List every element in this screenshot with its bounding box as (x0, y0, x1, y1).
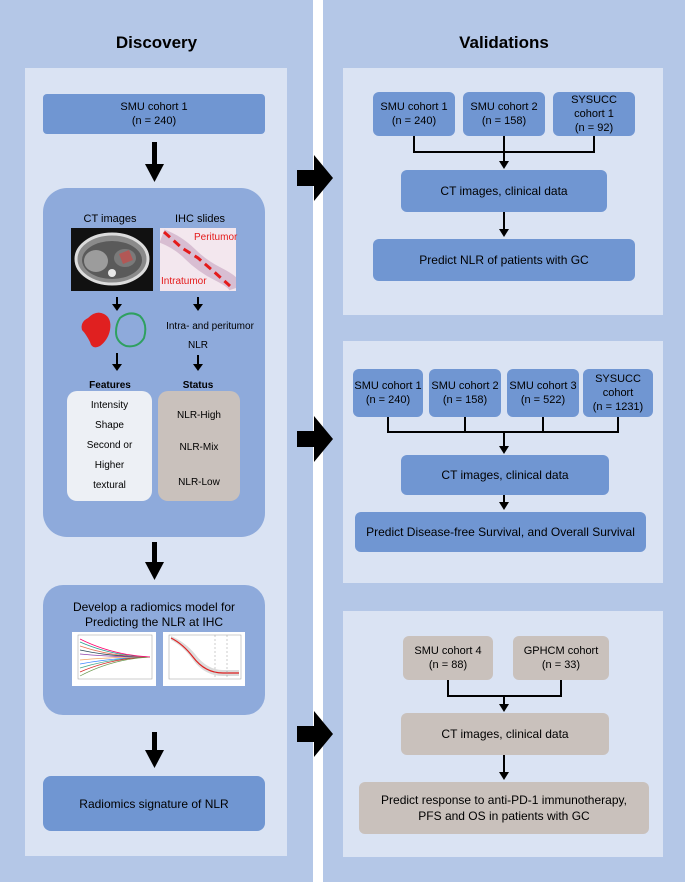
nlr-label: NLR (187, 340, 208, 351)
intra-peritumor-label: Intra- and peritumor (166, 321, 254, 332)
p1-predict-box: Predict NLR of patients with GC (373, 239, 635, 281)
status-box: NLR-High NLR-Mix NLR-Low (158, 391, 240, 501)
status-item: NLR-Mix (179, 442, 219, 453)
p3-ct-box: CT images, clinical data (401, 713, 609, 755)
discovery-title: Discovery (115, 33, 198, 52)
status-heading: Status (182, 380, 214, 391)
p3-cohort-smu4: SMU cohort 4 (n = 88) (403, 636, 493, 680)
p2-predict-box: Predict Disease-free Survival, and Overa… (355, 512, 646, 552)
ct-images-label: CT images (83, 213, 137, 225)
features-box: Intensity Shape Second or Higher textura… (67, 391, 152, 501)
feature-item: Intensity (90, 400, 129, 411)
ihc-slide-image (160, 228, 236, 291)
status-item: NLR-High (177, 410, 221, 421)
feature-item: textural (93, 480, 126, 491)
feature-item: Higher (94, 460, 125, 471)
p1-ct-box: CT images, clinical data (401, 170, 607, 212)
p1-cohort-smu1: SMU cohort 1 (n = 240) (373, 92, 455, 136)
p3-cohort-gphcm: GPHCM cohort (n = 33) (513, 636, 609, 680)
p2-cohort-smu1: SMU cohort 1 (n = 240) (353, 369, 423, 417)
peritumor-label: Peritumor (194, 232, 238, 243)
intratumor-label: Intratumor (161, 276, 207, 287)
smu-cohort-1-box: SMU cohort 1 (n = 240) (43, 94, 265, 134)
ct-image (71, 228, 153, 291)
cross-validation-plot (163, 632, 245, 686)
develop-model-label: Develop a radiomics model for Predicting… (72, 600, 236, 629)
feature-item: Shape (95, 420, 124, 431)
radiomics-signature-box: Radiomics signature of NLR (43, 776, 265, 831)
p2-cohort-smu3: SMU cohort 3 (n = 522) (507, 369, 579, 417)
ihc-slides-label: IHC slides (174, 213, 226, 225)
p1-cohort-smu2: SMU cohort 2 (n = 158) (463, 92, 545, 136)
p3-predict-box: Predict response to anti-PD-1 immunother… (359, 782, 649, 834)
lasso-coefficient-plot (72, 632, 156, 686)
p1-cohort-sysucc1: SYSUCC cohort 1 (n = 92) (553, 92, 635, 136)
validations-title: Validations (459, 33, 549, 52)
feature-item: Second or (86, 440, 133, 451)
features-heading: Features (89, 380, 131, 391)
status-item: NLR-Low (178, 477, 220, 488)
p2-ct-box: CT images, clinical data (401, 455, 609, 495)
p2-cohort-sysucc: SYSUCC cohort (n = 1231) (583, 369, 653, 417)
p2-cohort-smu2: SMU cohort 2 (n = 158) (429, 369, 501, 417)
